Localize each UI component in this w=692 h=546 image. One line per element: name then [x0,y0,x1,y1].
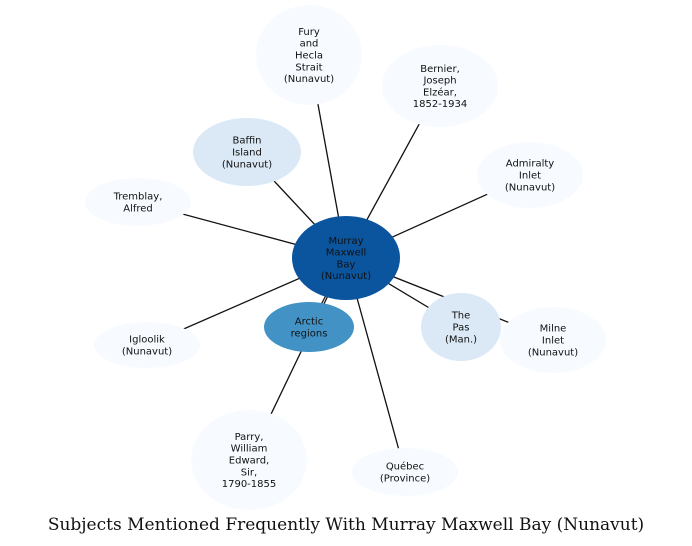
node-arctic-label-line: regions [291,328,328,339]
node-thepas-label-line: The [451,311,471,322]
node-parry-label-line: 1790-1855 [222,479,277,490]
node-parry-label-line: Parry, [235,432,264,443]
node-bernier-label-line: Bernier, [420,64,460,75]
node-fury-label-line: and [300,39,319,50]
node-parry-label-line: Sir, [241,467,257,478]
node-admiralty-label-line: (Nunavut) [505,182,555,193]
node-admiralty-label-line: Admiralty [506,159,554,170]
node-igloolik-ellipse [94,322,200,368]
node-bernier-label-line: 1852-1934 [413,99,468,110]
node-murray-label-line: Bay [337,259,356,270]
node-fury-ellipse [256,5,362,105]
node-tremblay: Tremblay,Alfred [85,178,191,226]
node-quebec: Québec(Province) [352,448,458,496]
node-murray-label-line: (Nunavut) [321,271,371,282]
node-admiralty-ellipse [477,142,583,208]
node-tremblay-label: Tremblay,Alfred [113,192,163,215]
node-milne-ellipse [500,307,606,373]
node-tremblay-label-line: Tremblay, [113,192,163,203]
node-arctic-label-line: Arctic [295,317,323,328]
node-igloolik-label: Igloolik(Nunavut) [122,335,172,358]
node-baffin-ellipse [193,118,301,186]
node-murray-label-line: Maxwell [326,248,367,259]
node-tremblay-ellipse [85,178,191,226]
node-milne-label-line: Milne [540,324,567,335]
node-parry-label-line: William [231,444,268,455]
node-milne-label-line: Inlet [542,336,564,347]
node-thepas-label-line: Pas [453,323,470,334]
node-quebec-label-line: (Province) [380,473,430,484]
node-parry-ellipse [191,410,307,510]
node-igloolik-label-line: Igloolik [129,335,165,346]
node-fury-label-line: Strait [295,62,322,73]
node-milne-label-line: (Nunavut) [528,347,578,358]
node-murray-ellipse [292,216,400,300]
node-igloolik: Igloolik(Nunavut) [94,322,200,368]
node-admiralty-label-line: Inlet [519,171,541,182]
node-parry-label-line: Edward, [229,456,269,467]
node-fury-label-line: Fury [298,27,320,38]
node-baffin-label-line: Island [232,148,262,159]
node-murray-label-line: Murray [328,236,363,247]
node-baffin-label-line: Baffin [233,136,262,147]
node-tremblay-label-line: Alfred [123,203,153,214]
node-bernier-label-line: Joseph [422,76,456,87]
node-igloolik-label-line: (Nunavut) [122,346,172,357]
node-quebec-label: Québec(Province) [380,461,430,485]
node-quebec-ellipse [352,448,458,496]
node-fury-label-line: (Nunavut) [284,74,334,85]
node-thepas-label-line: (Man.) [445,334,477,345]
diagram-title: Subjects Mentioned Frequently With Murra… [48,515,644,535]
node-fury-label-line: Hecla [295,51,323,62]
node-arctic-ellipse [264,302,354,352]
node-quebec-label-line: Québec [386,461,424,473]
node-thepas-ellipse [421,293,501,361]
node-bernier-ellipse [382,45,498,127]
node-bernier-label-line: Elzéar, [423,86,457,98]
node-baffin-label-line: (Nunavut) [222,159,272,170]
